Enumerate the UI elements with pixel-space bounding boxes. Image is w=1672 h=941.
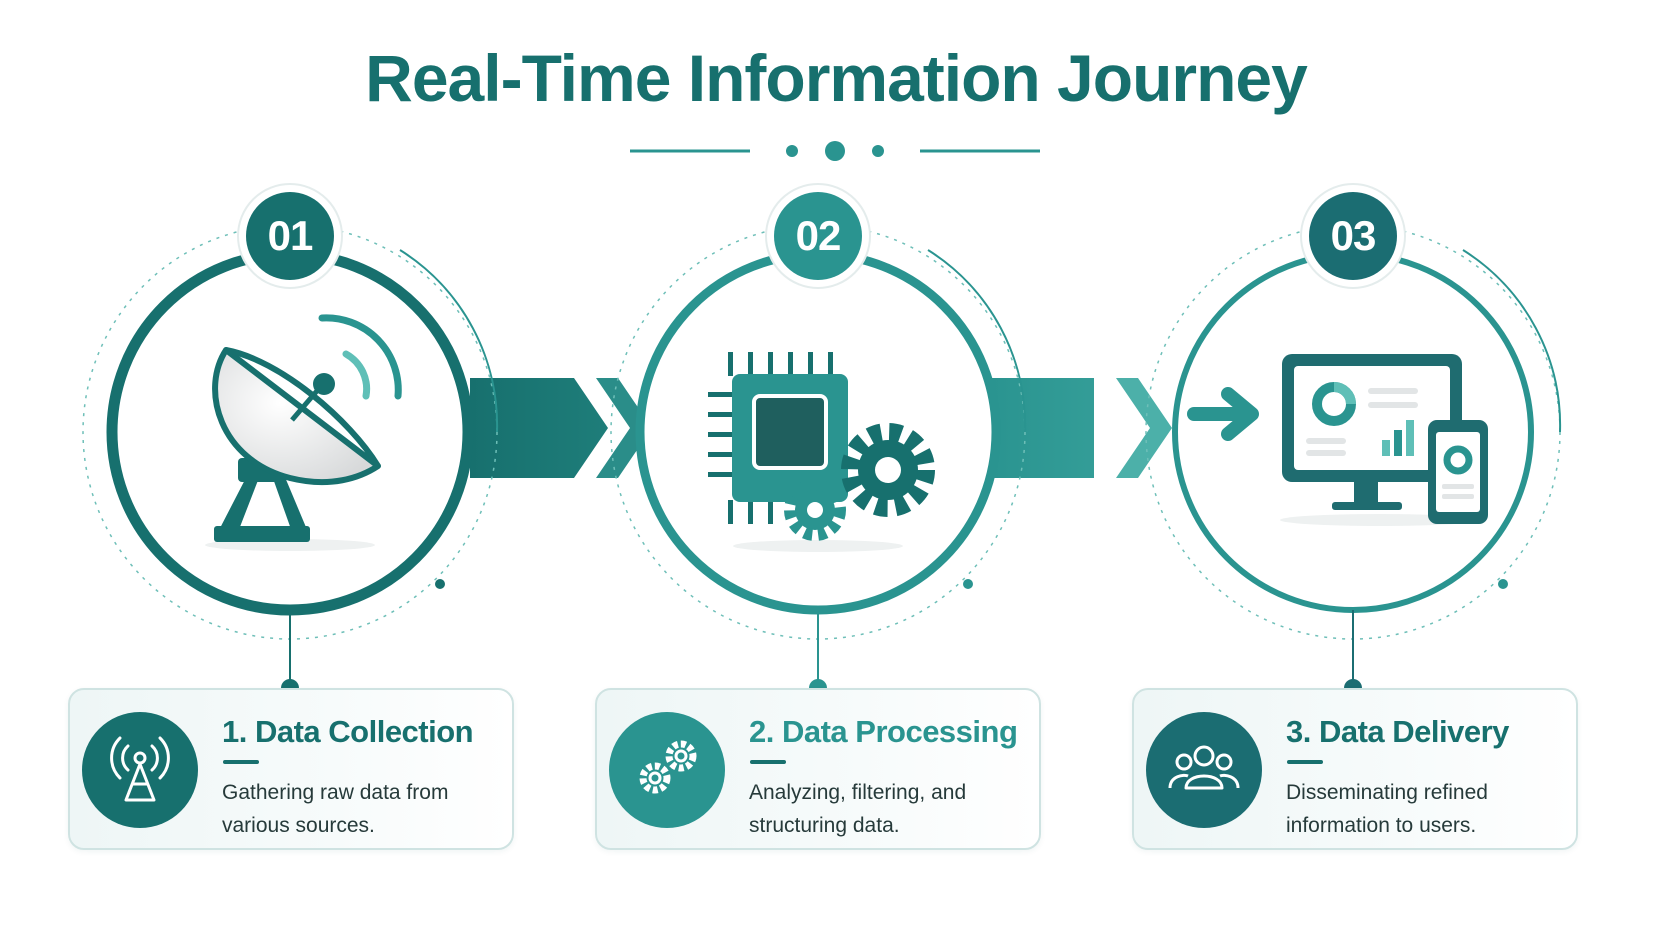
title-divider (630, 141, 1040, 161)
step-title-3: 3. Data Delivery (1286, 714, 1509, 749)
monitor-phone-dashboard-icon (1187, 354, 1488, 526)
title-underline-3 (1287, 760, 1323, 764)
antenna-tower-icon (82, 712, 198, 828)
step-card-3: 3. Data Delivery Disseminating refined i… (1132, 688, 1578, 850)
step-card-1: 1. Data Collection Gathering raw data fr… (68, 688, 514, 850)
badge-3 (1309, 192, 1397, 280)
gears-icon (609, 712, 725, 828)
step-number-2: 02 (795, 212, 842, 259)
badge-2 (774, 192, 862, 280)
step-number-1: 01 (267, 212, 314, 259)
step-description-1: Gathering raw data from various sources. (222, 781, 449, 837)
badge-1 (246, 192, 334, 280)
connector-arrow-2 (990, 378, 1172, 478)
step-number-3: 03 (1330, 212, 1377, 259)
title-underline-1 (223, 760, 259, 764)
page-title: Real-Time Information Journey (365, 41, 1308, 115)
step-title-1: 1. Data Collection (222, 714, 474, 749)
step-description-3: Disseminating refined information to use… (1286, 781, 1488, 837)
step-card-2: 2. Data Processing Analyzing, filtering,… (595, 688, 1041, 850)
processor-chip-gears-icon (708, 352, 935, 552)
satellite-dish-icon (205, 314, 402, 551)
step-description-2: Analyzing, filtering, and structuring da… (749, 781, 967, 837)
users-group-icon (1146, 712, 1262, 828)
title-underline-2 (750, 760, 786, 764)
step-title-2: 2. Data Processing (749, 714, 1018, 749)
